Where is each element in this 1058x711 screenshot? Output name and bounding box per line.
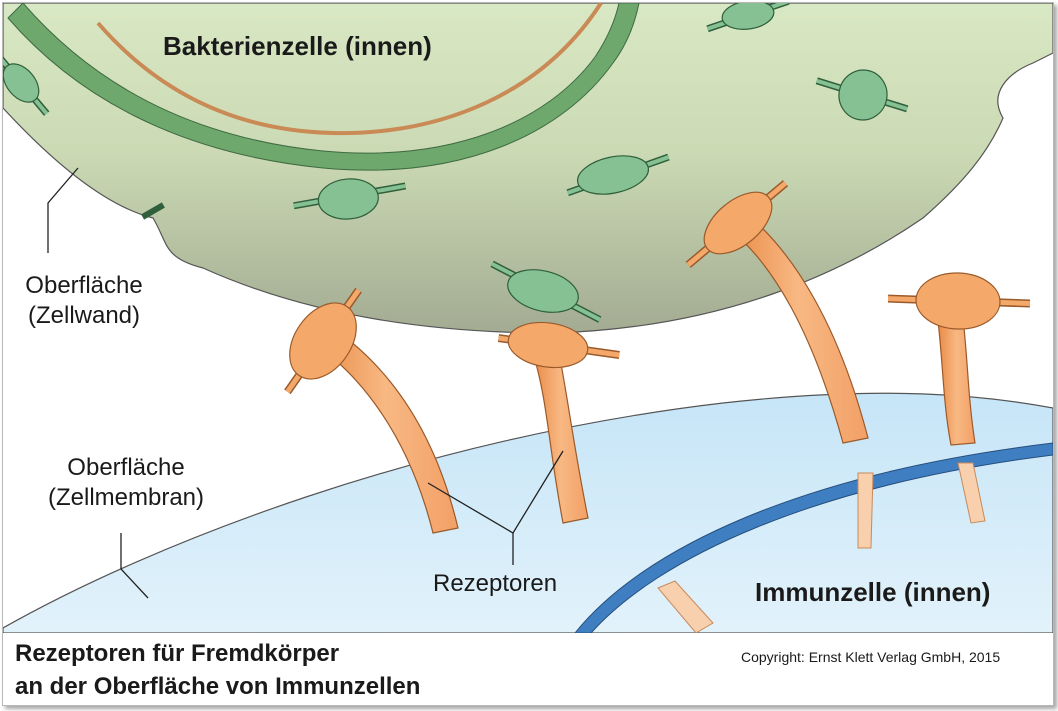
immune-cell: [3, 392, 1053, 634]
label-immune-inner: Immunzelle (innen): [755, 577, 991, 607]
label-surface-membrane: Oberfläche (Zellmembran): [21, 453, 231, 513]
label-surface-membrane-line2: (Zellmembran): [47, 484, 205, 511]
leader-lines: [47, 167, 564, 599]
caption-line2: an der Oberfläche von Immunzellen: [15, 673, 421, 700]
receptors: [284, 180, 1031, 534]
label-surface-membrane-line1: Oberfläche: [67, 454, 185, 481]
bacterium-inner-membrane: [7, 3, 640, 171]
receptor-stubs: [657, 462, 986, 634]
label-surface-wall-line1: Oberfläche: [25, 272, 143, 299]
label-surface-wall: Oberfläche (Zellwand): [9, 271, 159, 331]
label-surface-wall-line2: (Zellwand): [27, 302, 141, 329]
figure-caption: Rezeptoren für Fremdkörper an der Oberfl…: [15, 637, 420, 703]
caption-line1: Rezeptoren für Fremdkörper: [15, 640, 340, 667]
immune-inner-membrane: [573, 442, 1053, 634]
label-bacteria-inner: Bakterienzelle (innen): [163, 31, 432, 61]
copyright-notice: Copyright: Ernst Klett Verlag GmbH, 2015: [741, 649, 1001, 665]
bacterial-proteins: [3, 3, 909, 323]
diagram-illustration: [3, 3, 1053, 705]
label-receptors: Rezeptoren: [433, 570, 558, 597]
bacterium-membrane-accent: [96, 3, 603, 136]
caption-strip: [3, 633, 1053, 705]
